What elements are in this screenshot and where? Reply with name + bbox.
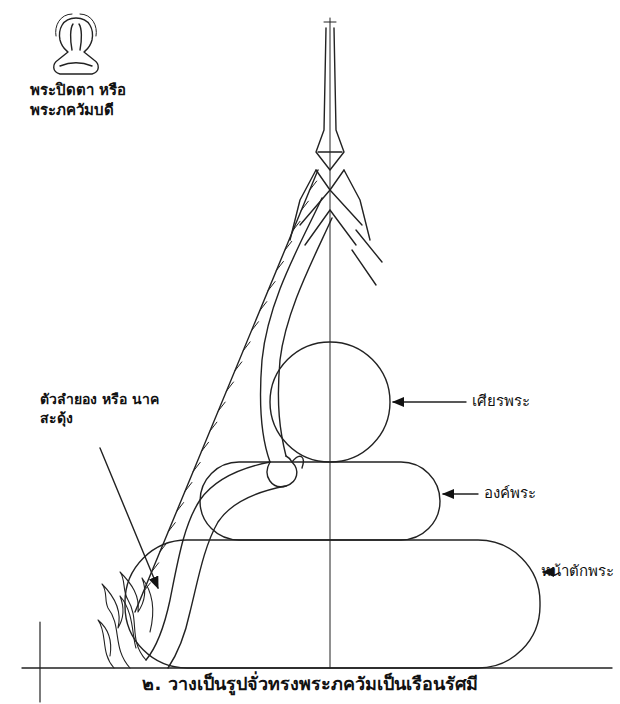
leader-arrow [393,401,466,402]
flame-tail [98,572,153,668]
figure-caption: ๒. วางเป็นรูปจั่วทรงพระภควัมเป็นเรือนรัศ… [0,672,620,696]
head-circle [270,342,390,462]
figure-name: พระปิดตา หรือ พระภควัมบดี [30,80,155,121]
body-shape [200,462,440,540]
spire [290,28,382,285]
part-label: หน้าตักพระ [541,561,614,581]
leader-arrow [100,448,158,588]
part-label: องค์พระ [484,483,536,503]
outer-ray-line [135,170,318,612]
center-axis [330,18,331,668]
lap-shape [125,540,540,668]
leader-arrow [443,493,478,494]
naga-lamyong [146,198,332,668]
ground-line [22,667,612,668]
part-label: ตัวลำยอง หรือ นาคสะดุ้ง [40,390,165,428]
pidta-icon [54,14,99,74]
part-label: เศียรพระ [472,391,530,411]
